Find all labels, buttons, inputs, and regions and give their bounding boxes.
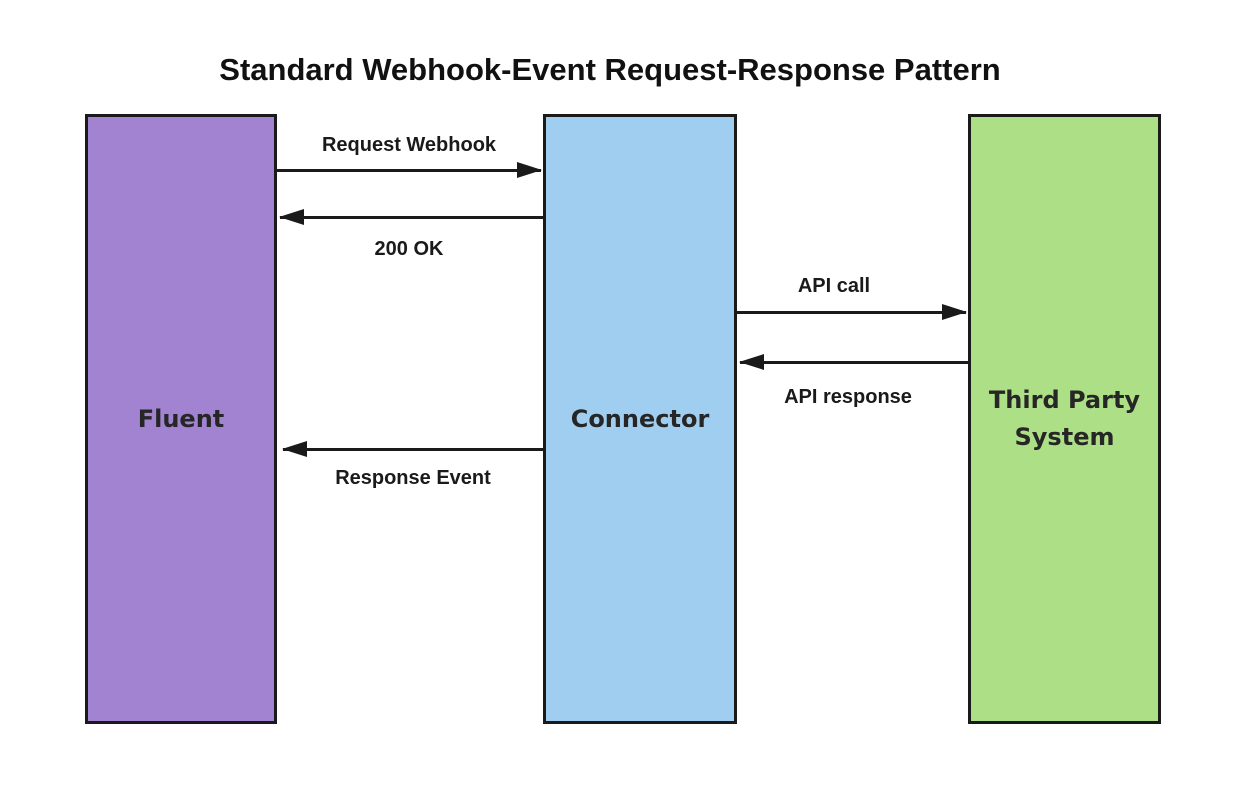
api-response-label: API response <box>784 386 912 408</box>
connector-box: Connector <box>543 114 737 724</box>
arrow-shaft <box>277 169 541 172</box>
arrow-shaft <box>737 311 966 314</box>
arrow-head-icon <box>282 441 307 457</box>
api-call-label: API call <box>797 275 871 297</box>
arrow-head-icon <box>279 209 304 225</box>
fluent-box-label: Fluent <box>137 404 225 433</box>
arrow-shaft <box>280 216 543 219</box>
arrow-shaft <box>740 361 968 364</box>
response-event-label: Response Event <box>335 467 491 489</box>
arrow-head-icon <box>517 162 542 178</box>
200-ok-label: 200 OK <box>374 238 444 260</box>
arrow-head-icon <box>739 354 764 370</box>
arrow-head-icon <box>942 304 967 320</box>
arrow-shaft <box>283 448 543 451</box>
third-party-system-box: Third Party System <box>968 114 1161 724</box>
request-webhook-label: Request Webhook <box>321 134 497 156</box>
third-party-system-box-label: Third Party System <box>988 386 1141 451</box>
connector-box-label: Connector <box>570 404 710 433</box>
diagram-title: Standard Webhook-Event Request-Response … <box>219 52 1001 87</box>
fluent-box: Fluent <box>85 114 277 724</box>
